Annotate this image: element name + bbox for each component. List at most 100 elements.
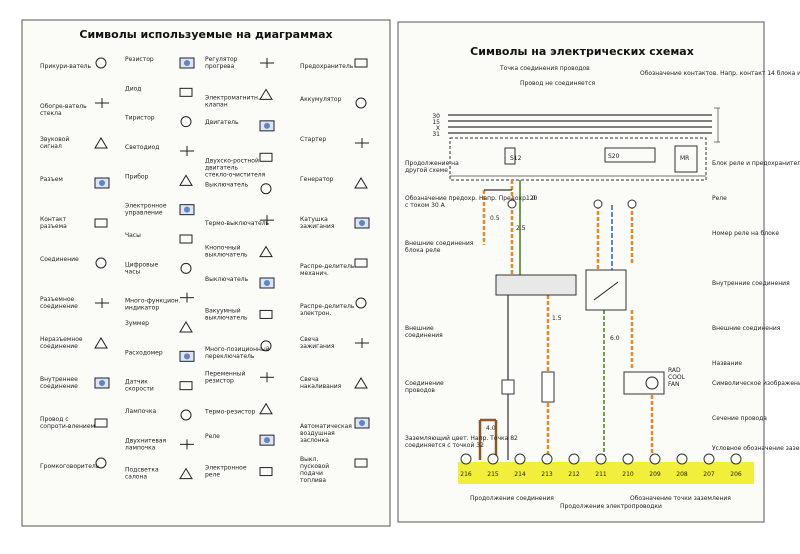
symbol-label: стекло-очистителя [205,171,266,178]
symbol-entry: Часы [125,232,193,244]
symbol-label: Реле [205,433,220,440]
callout-bottom: Продолжение электропроводки [560,503,662,510]
symbol-label: сигнал [40,143,62,150]
symbol-label: скорости [125,386,154,393]
symbol-label: топлива [300,477,326,484]
symbol-label: управление [125,210,163,217]
symbol-entry: Стартер [300,136,369,148]
symbol-entry: Светодиод [125,144,194,156]
symbol-label: выключатель [205,314,248,321]
relay-code: S12 [510,155,522,162]
callout-right: Название [712,360,742,367]
symbol-label: Аккумулятор [300,96,342,103]
symbol-entry: Громкоговоритель [40,457,107,470]
fuse-relay-block [448,107,720,181]
callout-right: Символическое изображение [712,380,800,387]
symbol-label: Провод с [40,416,69,423]
ground-point: 214 [514,453,526,478]
symbol-label: Термо-резистор [204,409,256,416]
symbol-label: Резистор [125,56,154,63]
symbol-label: Прибор [125,173,149,180]
bus-number: X [436,125,440,132]
symbol-label: Электромагнитн. [205,94,260,101]
symbol-label: Термо-выключатель [204,220,270,227]
symbol-label: стекла [40,110,62,117]
symbol-label: Разъем [40,176,63,183]
components [495,199,665,403]
symbol-entry: Двигатель [205,119,275,132]
symbol-label: Электронное [205,465,247,472]
ground-point: 209 [649,453,661,478]
callout-left: Обозначение предохр. Напр. Предохр. 20 [405,195,538,202]
symbol-label: Переменный [205,370,246,377]
symbol-label: Распре-делитель [300,263,355,270]
symbol-label: соединение [40,343,78,350]
symbol-label: Обогре-ватель [40,103,87,110]
ground-number: 210 [622,471,634,478]
ground-number: 214 [514,471,526,478]
callout-right: Внешние соединения [712,325,781,332]
symbol-label: Кнопочный [205,245,241,252]
ground-point: 215 [487,453,499,478]
wire-code: 2.5 [516,225,526,232]
symbol-entry: Разъем [40,176,110,189]
symbol-label: Тиристор [124,115,155,122]
callout-right: Блок реле и предохранителей [712,160,800,167]
ground-number: 216 [460,471,472,478]
symbol-label: Контакт [40,216,67,223]
symbol-entry: Двухско-ростнойдвигательстекло-очистител… [205,152,273,178]
symbol-label: переключатель [205,353,255,360]
ground-point: 213 [541,453,553,478]
symbol-entry: Прибор [125,173,193,186]
callout-left: Внешние соединения [405,240,474,247]
callout-left: блока реле [405,247,441,254]
symbol-label: Регулятор [205,56,238,63]
ground-point: 206 [730,453,742,478]
left-page-title: Символы используемые на диаграммах [79,28,332,41]
symbol-entry: Диод [125,85,193,97]
left-page-frame [21,19,391,527]
callout-top: Точка соединения проводов [499,65,590,72]
callout-right: Условное обозначение заземления [712,445,800,452]
callout-left: проводов [405,387,435,394]
ground-point: 211 [595,453,607,478]
symbol-entry: Резистор [125,56,195,69]
wires [478,180,654,460]
symbol-label: прогрева [205,63,235,70]
symbol-label: Внутреннее [40,376,78,383]
callout-left: другой схеме [405,167,448,174]
symbol-label: электрон. [300,310,331,317]
callout-left: соединяется с точкой 32 [405,442,484,449]
symbol-label: Свеча [300,336,319,343]
bus-number: 31 [432,131,440,138]
relay-code: COOL [668,374,686,381]
symbol-label: Прикури-ватель [40,63,92,70]
callout-right: Сечение провода [712,415,767,422]
bus-number: 30 [432,113,440,120]
callout-left: Соединение [405,380,444,387]
symbol-label: клапан [205,101,228,108]
ground-point: 216 [460,453,472,478]
symbol-entry: Тиристор [124,115,192,128]
callout-left: Внешние [405,325,434,332]
relay-code: RAD [668,367,681,374]
symbol-entry: Генератор [300,176,368,189]
callout-right: Номер реле на блоке [712,230,779,237]
callout-right: Реле [712,195,727,202]
symbol-entry: Термо-выключатель [204,215,274,227]
symbol-label: индикатор [125,305,159,312]
ground-number: 211 [595,471,607,478]
callout-bottom: Обозначение точки заземления [630,495,731,502]
